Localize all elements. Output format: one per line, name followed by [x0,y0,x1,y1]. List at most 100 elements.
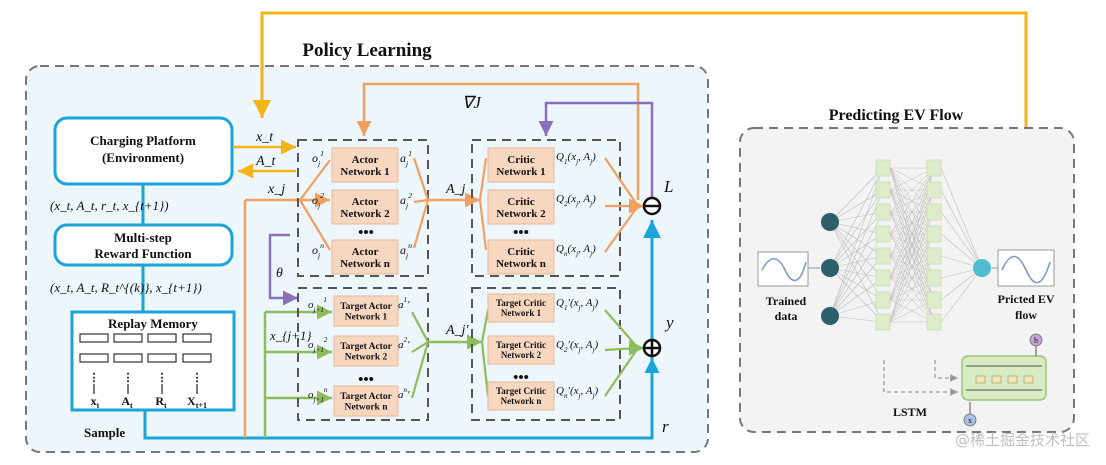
actor-network-2-box [331,189,399,225]
actor-network-2-label: Actor [352,196,379,208]
actor-output-3: ajn [400,241,412,260]
critic-network-2-label: Network 2 [496,208,546,220]
actor-input-3: ojn [312,241,324,260]
nn-hidden-node [875,181,891,199]
replay-slot [147,333,177,343]
lstm-cell-input-label: x [968,416,972,425]
nn-edge [940,211,983,269]
target-actor-dots: ••• [358,372,374,388]
replay-slot [113,333,143,343]
xt-label: x_t [255,130,274,145]
replay-slot [113,353,143,363]
target-critic-network-2-box [487,335,555,365]
charging-platform-sublabel: (Environment) [102,150,184,165]
actor-network-3-label: Actor [352,246,379,258]
nn-hidden-node [875,269,891,287]
nn-hidden-node [875,313,891,331]
target-critic-network-1-label: Network 1 [501,308,542,318]
loss-operator [642,196,662,216]
replay-slot [182,353,212,363]
target-critic-network-2-label: Target Critic [496,340,546,350]
nn-input-node [821,307,839,325]
nn-edge [829,255,884,317]
target-critic-network-2-label: Network 2 [501,350,542,360]
nn-hidden-node [926,269,942,287]
nn-edge [829,221,884,323]
actor-input-2: oj2 [312,191,324,210]
nn-hidden-node [875,159,891,177]
target-sum-operator [642,338,662,358]
nn-edge [829,255,884,269]
target-critic-network-1-box [487,293,555,323]
target-critic-group [471,287,621,421]
target-actor-network-3-label: Network n [344,403,388,413]
critic-loss-line [538,101,654,198]
nn-edge [829,189,884,223]
nn-edge [829,167,884,223]
replay-dots: ⋮ [157,372,168,384]
nn-hidden-node [875,247,891,265]
target-actor-network-1-label: Network 1 [345,313,388,323]
reward-function-label: Multi-step [114,230,172,245]
nn-hidden-node [875,291,891,309]
replay-slot [147,353,177,363]
grad-j-label: ∇J [462,93,482,112]
actor-output-1: aj1 [400,149,412,168]
xj-fan-lines [299,159,331,251]
critic-group [471,139,621,277]
actor-dots: ••• [358,225,374,241]
nn-hidden-node [926,203,942,221]
critic-network-2-box [487,189,555,225]
target-actor-input-3: oj+1n [308,386,328,404]
charging-platform-label: Charging Platform [90,133,196,148]
target-critic-network-1-label: Target Critic [496,298,546,308]
target-critic-q-1: Q1′(xj, Aj) [556,297,598,312]
y-label: y [664,313,674,332]
target-actor-group [297,287,429,421]
nn-hidden-node [926,291,942,309]
critic-network-3-label: Critic [507,246,535,258]
target-actor-output-2: a2′ [398,336,410,351]
actor-group [297,139,429,277]
replay-dots: ⋮ [123,372,134,384]
nn-hidden-node [875,203,891,221]
policy-learning-title: Policy Learning [302,40,432,61]
replay-dots: ⋮ [192,372,203,384]
actor-network-3-label: Network n [340,258,390,270]
nn-edge [829,221,884,235]
nn-edge [829,233,884,269]
theta-line [268,233,298,306]
actor-output-2: aj2 [400,191,412,210]
target-actor-input-1: oj+11 [308,296,327,314]
reward-function-sublabel: Reward Function [94,246,192,261]
target-critic-network-3-label: Target Critic [496,386,546,396]
predicted-flow-chart-icon [997,249,1055,287]
xj1-label: x_{j+1} [269,328,312,343]
loss-label: L [663,177,673,196]
critic-network-3-box [487,239,555,275]
xj-label: x_j [267,182,285,197]
nn-edge [940,267,983,323]
actor-network-3-box [331,239,399,275]
critic-network-1-box [487,147,555,183]
replay-col-x: xt [91,394,100,410]
nn-hidden-node [926,181,942,199]
actor-network-1-box [331,147,399,183]
nn-input-node [821,213,839,231]
lstm-link-2 [934,360,958,382]
target-actor-network-2-box [333,335,399,367]
actor-network-2-label: Network 2 [340,208,390,220]
critic-network-1-label: Network 1 [496,166,545,178]
target-actor-network-2-label: Target Actor [340,342,392,352]
predicting-title: Predicting EV Flow [829,107,964,124]
r-label: r [662,417,669,436]
target-actor-network-2-label: Network 2 [345,353,388,363]
lstm-link-1 [883,360,958,396]
target-actor-input-2: oj+12 [308,336,328,354]
nn-output-node [973,259,991,277]
